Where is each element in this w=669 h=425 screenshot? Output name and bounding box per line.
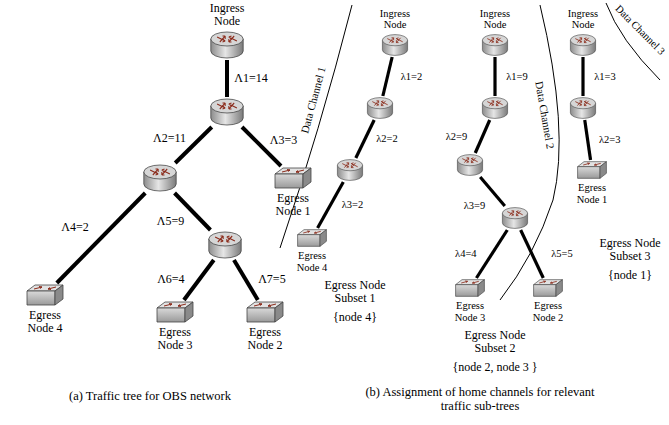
node-label: Egress Node 4 — [290, 250, 334, 273]
router-symbol — [501, 206, 529, 230]
channel-label: Data Channel 3 — [608, 0, 669, 62]
subset-label: {node 4} — [315, 311, 395, 324]
router-symbol — [336, 158, 364, 182]
switch-symbol — [296, 228, 328, 248]
wavelength-label: λ5=5 — [550, 248, 574, 260]
router-icon — [456, 153, 484, 177]
node-label: Egress Node 3 — [448, 300, 492, 323]
wavelength-label: λ1=9 — [505, 71, 529, 83]
node-label: Ingress Node — [201, 2, 253, 28]
traffic-link — [356, 120, 374, 158]
subset-label: {node 2, node 3 } — [440, 361, 550, 374]
switch-symbol — [245, 300, 285, 324]
switch-icon: Egress Node 4 — [296, 228, 328, 248]
wavelength-label: λ1=2 — [400, 71, 424, 83]
traffic-link — [585, 120, 591, 160]
wavelength-label: Λ5=9 — [156, 215, 185, 228]
switch-symbol — [576, 160, 608, 180]
node-label: Egress Node 2 — [239, 326, 291, 352]
wavelength-label: λ1=3 — [593, 71, 617, 83]
router-symbol — [569, 96, 597, 120]
wavelength-label: Λ4=2 — [60, 221, 89, 234]
channel-label: Data Channel 1 — [296, 55, 331, 145]
wavelength-label: λ2=9 — [445, 131, 469, 143]
router-symbol — [209, 97, 245, 127]
router-icon — [207, 230, 243, 260]
switch-symbol — [25, 283, 65, 307]
caption: (b) Assignment of home channels for rele… — [365, 386, 595, 414]
wavelength-label: Λ1=14 — [233, 72, 268, 85]
traffic-link — [476, 230, 507, 278]
router-icon — [142, 163, 178, 193]
router-symbol — [481, 96, 509, 120]
switch-icon: Egress Node 1 — [273, 166, 313, 190]
router-symbol — [142, 163, 178, 193]
traffic-link — [234, 260, 258, 300]
node-label: Ingress Node — [473, 8, 517, 31]
subset-label: Egress Node Subset 1 — [315, 279, 395, 305]
wavelength-label: λ2=2 — [375, 133, 399, 145]
router-icon — [336, 158, 364, 182]
traffic-link — [475, 120, 489, 153]
switch-symbol — [532, 278, 564, 298]
node-label: Ingress Node — [373, 8, 417, 31]
traffic-link — [521, 230, 544, 278]
router-symbol — [381, 33, 409, 57]
node-label: Egress Node 1 — [570, 182, 614, 205]
wavelength-label: Λ2=11 — [152, 132, 187, 145]
wavelength-label: λ3=2 — [341, 199, 365, 211]
switch-icon: Egress Node 3 — [454, 278, 486, 298]
switch-icon: Egress Node 4 — [25, 283, 65, 307]
traffic-link — [57, 193, 145, 283]
traffic-link — [225, 60, 229, 97]
router-icon — [481, 96, 509, 120]
caption: (a) Traffic tree for OBS network — [20, 390, 280, 404]
node-label: Egress Node 2 — [526, 300, 570, 323]
wavelength-label: λ4=4 — [454, 248, 478, 260]
router-icon: Ingress Node — [481, 33, 509, 57]
router-icon: Ingress Node — [209, 30, 245, 60]
subset-label: Egress Node Subset 2 — [455, 329, 535, 355]
traffic-link — [184, 260, 214, 300]
router-icon: Ingress Node — [381, 33, 409, 57]
router-icon: Ingress Node — [569, 33, 597, 57]
router-icon — [366, 96, 394, 120]
router-icon — [209, 97, 245, 127]
switch-symbol — [273, 166, 313, 190]
wavelength-label: Λ3=3 — [269, 134, 298, 147]
router-icon — [501, 206, 529, 230]
wavelength-label: Λ7=5 — [257, 273, 286, 286]
router-symbol — [481, 33, 509, 57]
traffic-link — [383, 57, 392, 96]
router-symbol — [366, 96, 394, 120]
switch-symbol — [155, 300, 195, 324]
switch-symbol — [454, 278, 486, 298]
switch-icon: Egress Node 1 — [576, 160, 608, 180]
subset-label: {node 1} — [595, 269, 665, 282]
node-label: Egress Node 3 — [149, 326, 201, 352]
wavelength-label: Λ6=4 — [156, 273, 185, 286]
node-label: Ingress Node — [561, 8, 605, 31]
traffic-link — [493, 57, 496, 96]
switch-icon: Egress Node 2 — [532, 278, 564, 298]
node-label: Egress Node 4 — [19, 309, 71, 335]
traffic-link — [318, 182, 344, 228]
switch-icon: Egress Node 3 — [155, 300, 195, 324]
wavelength-label: λ3=9 — [463, 200, 487, 212]
subset-label: Egress Node Subset 3 — [595, 237, 665, 263]
router-symbol — [569, 33, 597, 57]
wavelength-label: λ2=3 — [598, 134, 622, 146]
router-symbol — [209, 30, 245, 60]
node-label: Egress Node 1 — [267, 192, 319, 218]
router-symbol — [456, 153, 484, 177]
traffic-link — [581, 57, 584, 96]
router-symbol — [207, 230, 243, 260]
switch-icon: Egress Node 2 — [245, 300, 285, 324]
router-icon — [569, 96, 597, 120]
